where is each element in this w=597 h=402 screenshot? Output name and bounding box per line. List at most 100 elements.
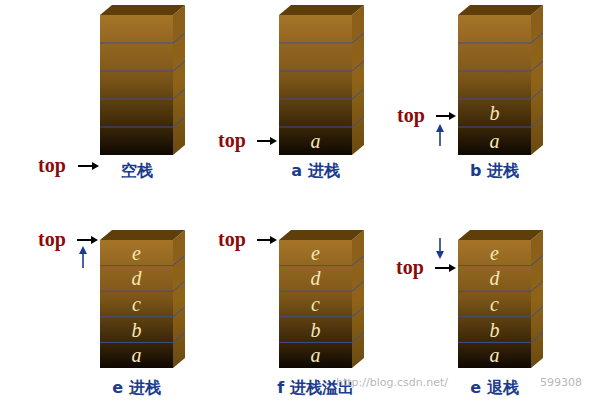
- slot-divider: [531, 33, 543, 43]
- stack-front: [458, 240, 531, 368]
- slot-letter: a: [490, 131, 500, 151]
- move-arrow-head: [436, 251, 444, 259]
- stack-top: [100, 5, 185, 15]
- slot-divider: [458, 43, 531, 44]
- stack-slot: c: [279, 291, 352, 317]
- slot-divider: [352, 61, 364, 71]
- slot-divider: [279, 342, 352, 343]
- top-pointer-label: top: [396, 257, 424, 277]
- slot-divider: [458, 71, 531, 72]
- stack-top: [458, 5, 543, 15]
- stack-box: b 进栈ba: [458, 15, 531, 155]
- stack-front: [279, 240, 352, 368]
- stack-slot: a: [458, 127, 531, 155]
- stack-caption: 空栈: [60, 163, 213, 179]
- slot-divider: [100, 127, 173, 128]
- slot-divider: [279, 127, 352, 128]
- pointer-line: [257, 239, 272, 241]
- top-pointer-label: top: [38, 155, 66, 175]
- stack-side: [173, 5, 185, 155]
- slot-divider: [531, 281, 543, 291]
- stack-front: [279, 15, 352, 155]
- pointer-line: [78, 165, 94, 167]
- watermark: 599308: [540, 377, 582, 388]
- stack-slot: a: [458, 342, 531, 368]
- slot-divider: [100, 316, 173, 317]
- stack-side: [352, 5, 364, 155]
- slot-letter: e: [490, 243, 499, 263]
- slot-letter: b: [490, 320, 500, 340]
- slot-divider: [100, 291, 173, 292]
- slot-divider: [352, 256, 364, 266]
- slot-divider: [173, 332, 185, 342]
- stack-slot: b: [279, 317, 352, 343]
- pointer-line: [435, 267, 451, 269]
- stack-box: 空栈: [100, 15, 173, 155]
- slot-divider: [458, 265, 531, 266]
- stack-slot: d: [458, 266, 531, 292]
- slot-divider: [531, 307, 543, 317]
- stack-side: [352, 230, 364, 368]
- pointer-head: [270, 236, 277, 244]
- slot-divider: [279, 291, 352, 292]
- slot-letter: c: [490, 294, 499, 314]
- top-pointer-label: top: [218, 130, 246, 150]
- slot-letter: a: [490, 345, 500, 365]
- slot-divider: [279, 316, 352, 317]
- stack-front: [100, 240, 173, 368]
- pointer-head: [92, 162, 99, 170]
- stack-slot: e: [279, 240, 352, 266]
- slot-letter: b: [311, 320, 321, 340]
- move-arrow: [439, 130, 441, 146]
- move-arrow-head: [79, 246, 87, 254]
- slot-divider: [173, 307, 185, 317]
- stack-slot: b: [100, 317, 173, 343]
- slot-divider: [352, 33, 364, 43]
- slot-divider: [173, 33, 185, 43]
- slot-divider: [352, 89, 364, 99]
- slot-letter: a: [311, 345, 321, 365]
- slot-letter: a: [311, 131, 321, 151]
- slot-divider: [352, 332, 364, 342]
- stack-slot: a: [100, 342, 173, 368]
- slot-divider: [531, 117, 543, 127]
- slot-divider: [531, 256, 543, 266]
- slot-divider: [173, 117, 185, 127]
- top-pointer-label: top: [38, 229, 66, 249]
- stack-slot: a: [279, 127, 352, 155]
- stack-caption: b 进栈: [418, 163, 571, 179]
- pointer-head: [449, 112, 456, 120]
- slot-divider: [458, 291, 531, 292]
- pointer-line: [77, 239, 93, 241]
- slot-divider: [458, 127, 531, 128]
- stack-top: [458, 230, 543, 240]
- watermark: http://blog.csdn.net/: [336, 377, 448, 388]
- pointer-line: [257, 140, 272, 142]
- slot-divider: [100, 342, 173, 343]
- slot-divider: [352, 281, 364, 291]
- slot-divider: [279, 43, 352, 44]
- stack-side: [531, 230, 543, 368]
- slot-divider: [531, 89, 543, 99]
- slot-divider: [352, 117, 364, 127]
- slot-letter: c: [311, 294, 320, 314]
- slot-divider: [173, 89, 185, 99]
- slot-letter: b: [132, 320, 142, 340]
- stack-box: e 退栈edcba: [458, 240, 531, 368]
- move-arrow: [439, 238, 441, 253]
- stack-front: [458, 15, 531, 155]
- stack-slot: d: [279, 266, 352, 292]
- pointer-head: [91, 236, 98, 244]
- slot-divider: [100, 71, 173, 72]
- slot-letter: e: [132, 243, 141, 263]
- slot-divider: [458, 342, 531, 343]
- slot-letter: e: [311, 243, 320, 263]
- stack-box: f 进栈溢出edcba: [279, 240, 352, 368]
- slot-divider: [531, 332, 543, 342]
- stack-box: e 进栈edcba: [100, 240, 173, 368]
- stack-slot: e: [458, 240, 531, 266]
- stack-slot: a: [279, 342, 352, 368]
- stack-caption: e 进栈: [60, 380, 213, 396]
- stack-slot: d: [100, 266, 173, 292]
